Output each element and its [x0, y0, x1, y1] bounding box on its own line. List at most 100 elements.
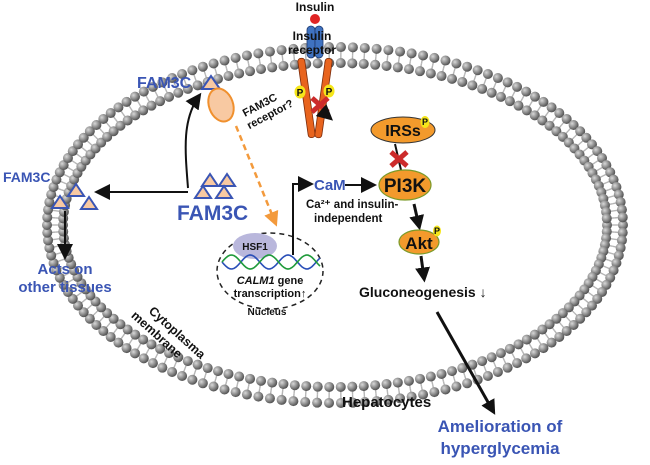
lipid-head [253, 48, 264, 59]
pi3k-to-akt-arrow [409, 203, 424, 231]
lipid-head [157, 362, 168, 373]
lipid-head [447, 366, 458, 377]
lipid-head [276, 45, 287, 56]
lipid-head [312, 58, 323, 69]
lipid-head [157, 77, 168, 88]
lipid-head [347, 381, 358, 392]
lipid-head [482, 68, 493, 79]
lipid-head [486, 87, 497, 98]
lipid-head [278, 60, 289, 71]
lipid-head [253, 391, 264, 402]
lipid-head [551, 313, 562, 324]
lipid-head [615, 242, 626, 253]
lipid-head [147, 358, 158, 369]
fam3c-triangle-icon [50, 194, 70, 209]
lipid-head [113, 102, 124, 113]
svg-text:Akt: Akt [405, 234, 433, 253]
lipid-head [113, 337, 124, 348]
fam3c-triangle-icon [200, 172, 220, 187]
fam3c-triangle-icon [193, 184, 213, 199]
lipid-head [164, 348, 175, 359]
lipid-head [538, 343, 549, 354]
svg-text:PI3K: PI3K [384, 176, 427, 197]
lipid-head [451, 58, 462, 69]
lipid-head [241, 50, 252, 61]
lipid-head [73, 300, 84, 311]
lipid-head [561, 113, 572, 124]
lipid-head [130, 91, 141, 102]
lipid-head [155, 96, 166, 107]
lipid-head [502, 362, 513, 373]
lipid-head [581, 307, 592, 318]
lipid-head [425, 68, 436, 79]
lipid-head [586, 139, 597, 150]
lipid-head [278, 379, 289, 390]
lipid-head [230, 52, 241, 63]
lipid-head [98, 113, 109, 124]
lipid-head [312, 397, 323, 408]
lipid-head [245, 66, 256, 77]
lipid-head [359, 397, 370, 408]
lipid-head [403, 375, 414, 386]
fam3c-triangle-icon [79, 195, 99, 210]
hsf1-protein [233, 233, 277, 259]
lipid-head [197, 378, 208, 389]
lipid-head [418, 389, 429, 400]
lipid-head [370, 380, 381, 391]
fam3c-triangle-icon [66, 182, 86, 197]
lipid-head [219, 55, 230, 66]
insulin-label: Insulin [296, 0, 335, 14]
lipid-head [212, 366, 223, 377]
lipid-head [521, 105, 532, 116]
lipid-head [197, 61, 208, 72]
lipid-head [202, 363, 213, 374]
lipid-head [544, 319, 555, 330]
lipid-head [436, 368, 447, 379]
lipid-head [289, 380, 300, 391]
lipid-head [486, 352, 497, 363]
lipid-head [241, 389, 252, 400]
lipid-head [551, 126, 562, 137]
acts-on-label-line2: other tissues [18, 279, 111, 296]
transcription-label: transcription↑ [234, 288, 307, 300]
lipid-head [495, 348, 506, 359]
lipid-head [383, 394, 394, 405]
lipid-head [115, 319, 126, 330]
lipid-head [371, 396, 382, 407]
lipid-head [177, 371, 188, 382]
lipid-head [544, 120, 555, 131]
lipid-head [492, 73, 503, 84]
lipid-head [616, 204, 627, 215]
lipid-head [223, 368, 234, 379]
hepatocytes-label: Hepatocytes [342, 394, 431, 411]
lipid-head [429, 52, 440, 63]
lipid-head [561, 326, 572, 337]
lipid-head [108, 126, 119, 137]
lipid-head [234, 68, 245, 79]
lipid-head [512, 358, 523, 369]
lipid-head [43, 204, 54, 215]
svg-text:P: P [326, 87, 333, 98]
lipid-head [130, 329, 141, 340]
amelioration-label-line2: hyperglycemia [440, 439, 560, 458]
lipid-head [414, 373, 425, 384]
lipid-head [381, 379, 392, 390]
hsf1-label: HSF1 [242, 242, 268, 253]
lipid-head [512, 81, 523, 92]
pi3k-node: PI3K [378, 169, 432, 201]
lipid-head [425, 371, 436, 382]
lipid-head [615, 197, 626, 208]
lipid-head [177, 68, 188, 79]
lipid-head [187, 374, 198, 385]
lipid-head [418, 50, 429, 61]
transcription-to-cam-arrow [292, 176, 314, 255]
lipid-head [182, 83, 193, 94]
lipid-head [115, 120, 126, 131]
lipid-head [370, 59, 381, 70]
fam3c-triangle-icon [217, 172, 237, 187]
receptor-to-irss-arrow [315, 104, 333, 121]
to-amelioration-arrow [435, 311, 496, 415]
lipid-head [223, 71, 234, 82]
lipid-head [575, 126, 586, 137]
